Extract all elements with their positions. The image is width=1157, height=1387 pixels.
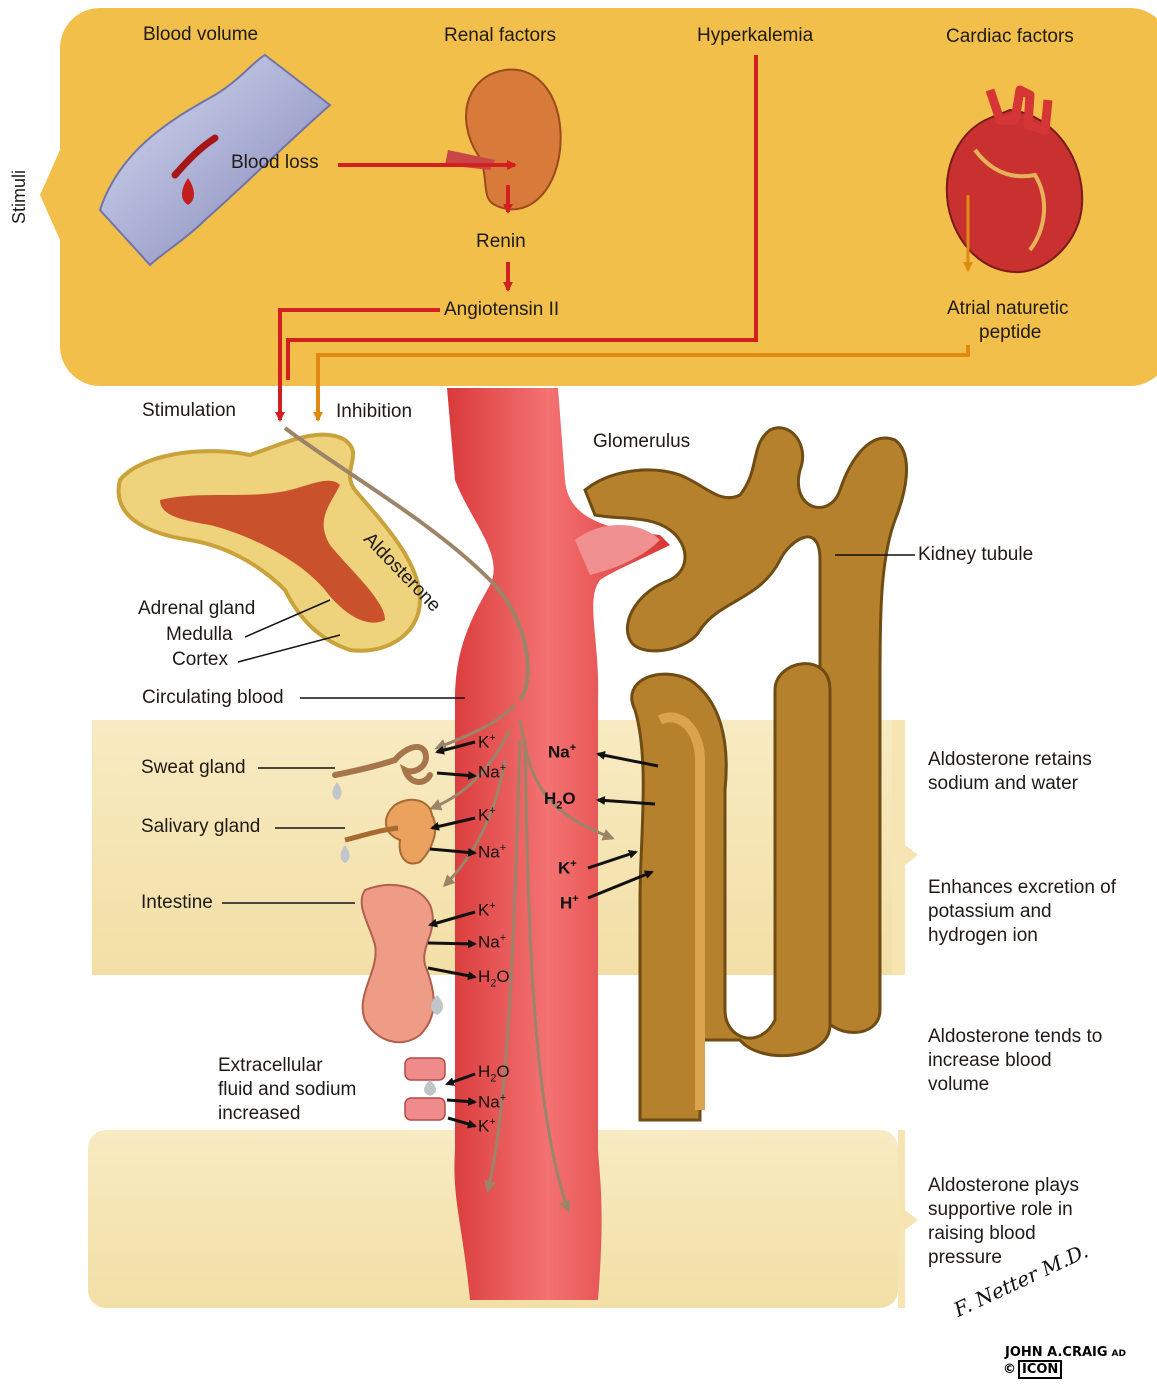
publisher-credit: ©ICON	[1003, 1362, 1062, 1377]
band-brace-1	[892, 720, 918, 975]
ion-k-sweat: K+	[478, 732, 496, 753]
label-sweat-gland: Sweat gland	[141, 756, 246, 780]
label-circulating-blood: Circulating blood	[142, 686, 284, 710]
label-hyperkalemia: Hyperkalemia	[697, 24, 813, 48]
ion-k-intestine: K+	[478, 900, 496, 921]
label-anp-line1: Atrial naturetic	[947, 297, 1068, 321]
label-salivary-gland: Salivary gland	[141, 815, 260, 839]
label-anp-line2: peptide	[979, 321, 1041, 345]
leader-cortex	[238, 635, 340, 662]
label-intestine: Intestine	[141, 891, 213, 915]
ion-na-salivary: Na+	[478, 842, 506, 863]
ion-h-tubule: H+	[560, 893, 579, 914]
label-blood-volume: Blood volume	[143, 23, 258, 47]
label-ecf-line1: Extracellular	[218, 1054, 323, 1078]
ion-h2o-tubule: H2O	[544, 789, 576, 811]
label-medulla: Medulla	[166, 623, 233, 647]
stimuli-brace	[40, 150, 60, 240]
label-cardiac-factors: Cardiac factors	[946, 25, 1074, 49]
label-stimulation: Stimulation	[142, 399, 236, 423]
ion-k-salivary: K+	[478, 805, 496, 826]
ecf-cell-2	[405, 1098, 445, 1120]
ion-h2o-intestine: H2O	[478, 967, 510, 989]
label-cortex: Cortex	[172, 648, 228, 672]
effect-retains: Aldosterone retains sodium and water	[928, 748, 1123, 796]
label-inhibition: Inhibition	[336, 400, 412, 424]
effect-excretion: Enhances excretion of potassium and hydr…	[928, 876, 1123, 948]
label-adrenal-gland: Adrenal gland	[138, 597, 255, 621]
ion-h2o-ecf: H2O	[478, 1062, 510, 1084]
stimuli-side-label: Stimuli	[7, 170, 31, 224]
ecf-cell-1	[405, 1058, 445, 1080]
ion-arrow-6	[428, 943, 475, 944]
ion-na-ecf: Na+	[478, 1092, 506, 1113]
label-angiotensin: Angiotensin II	[444, 298, 559, 322]
ion-k-tubule: K+	[558, 858, 577, 879]
label-kidney-tubule: Kidney tubule	[918, 543, 1033, 567]
ion-k-ecf: K+	[478, 1116, 496, 1137]
label-ecf-line3: increased	[218, 1102, 300, 1126]
label-renin: Renin	[476, 230, 526, 254]
label-renal-factors: Renal factors	[444, 24, 556, 48]
band-brace-2	[898, 1130, 918, 1308]
effect-volume: Aldosterone tends to increase blood volu…	[928, 1025, 1113, 1097]
ion-na-tubule: Na+	[548, 742, 576, 763]
label-glomerulus: Glomerulus	[593, 430, 690, 454]
ion-na-intestine: Na+	[478, 932, 506, 953]
ion-na-sweat: Na+	[478, 762, 506, 783]
label-blood-loss: Blood loss	[231, 151, 319, 175]
label-ecf-line2: fluid and sodium	[218, 1078, 356, 1102]
ion-arrow-9	[447, 1100, 475, 1102]
ecf-drop	[424, 1080, 436, 1096]
